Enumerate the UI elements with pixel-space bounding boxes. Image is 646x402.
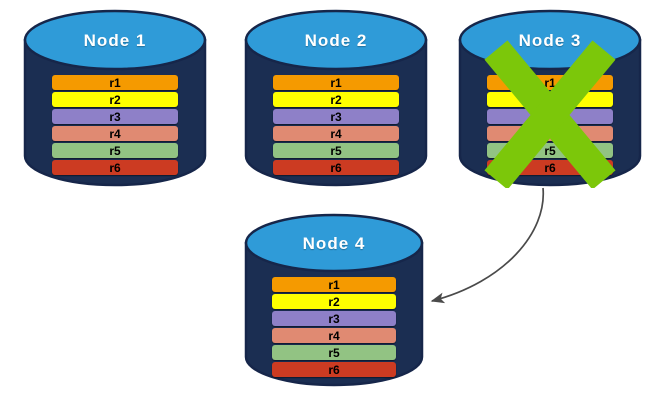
row-bar-r1[interactable]: r1 xyxy=(272,277,396,292)
row-label: r4 xyxy=(328,328,340,343)
row-label: r1 xyxy=(328,277,340,292)
row-bar-r6[interactable]: r6 xyxy=(487,160,613,175)
row-bar-r2[interactable]: r2 xyxy=(487,92,613,107)
row-bar-r1[interactable]: r1 xyxy=(273,75,399,90)
cylinder-top-disc xyxy=(244,213,424,273)
row-bar-r4[interactable]: r4 xyxy=(52,126,178,141)
row-bar-r2[interactable]: r2 xyxy=(272,294,396,309)
row-label: r6 xyxy=(109,160,121,175)
row-bar-r5[interactable]: r5 xyxy=(52,143,178,158)
row-label: r1 xyxy=(544,75,556,90)
row-bar-r6[interactable]: r6 xyxy=(273,160,399,175)
row-bar-r3[interactable]: r3 xyxy=(272,311,396,326)
row-bar-r3[interactable]: r3 xyxy=(487,109,613,124)
row-label: r4 xyxy=(544,126,556,141)
row-list: r1 r2 r3 r4 r5 r6 xyxy=(22,75,208,175)
row-label: r5 xyxy=(544,143,556,158)
row-label: r3 xyxy=(328,311,340,326)
row-label: r5 xyxy=(330,143,342,158)
row-label: r2 xyxy=(330,92,342,107)
row-label: r5 xyxy=(109,143,121,158)
row-label: r3 xyxy=(330,109,342,124)
row-bar-r3[interactable]: r3 xyxy=(273,109,399,124)
row-bar-r2[interactable]: r2 xyxy=(273,92,399,107)
row-bar-r3[interactable]: r3 xyxy=(52,109,178,124)
row-list: r1 r2 r3 r4 r5 r6 xyxy=(243,277,425,377)
row-label: r1 xyxy=(330,75,342,90)
row-label: r6 xyxy=(330,160,342,175)
row-label: r1 xyxy=(109,75,121,90)
row-label: r4 xyxy=(109,126,121,141)
row-bar-r5[interactable]: r5 xyxy=(273,143,399,158)
row-bar-r5[interactable]: r5 xyxy=(272,345,396,360)
row-label: r2 xyxy=(328,294,340,309)
row-list: r1 r2 r3 r4 r5 r6 xyxy=(243,75,429,175)
row-bar-r4[interactable]: r4 xyxy=(273,126,399,141)
row-list: r1 r2 r3 r4 r5 r6 xyxy=(457,75,643,175)
cylinder-top-disc xyxy=(458,9,642,71)
replication-arrow-path xyxy=(430,187,545,304)
row-label: r2 xyxy=(109,92,121,107)
cylinder-top-disc xyxy=(244,9,428,71)
cylinder-top-disc xyxy=(23,9,207,71)
row-bar-r1[interactable]: r1 xyxy=(52,75,178,90)
row-bar-r4[interactable]: r4 xyxy=(272,328,396,343)
row-bar-r5[interactable]: r5 xyxy=(487,143,613,158)
row-bar-r6[interactable]: r6 xyxy=(52,160,178,175)
row-bar-r4[interactable]: r4 xyxy=(487,126,613,141)
row-label: r3 xyxy=(544,109,556,124)
row-label: r6 xyxy=(544,160,556,175)
row-bar-r1[interactable]: r1 xyxy=(487,75,613,90)
row-label: r3 xyxy=(109,109,121,124)
row-label: r2 xyxy=(544,92,556,107)
row-bar-r6[interactable]: r6 xyxy=(272,362,396,377)
row-label: r6 xyxy=(328,362,340,377)
row-label: r4 xyxy=(330,126,342,141)
row-bar-r2[interactable]: r2 xyxy=(52,92,178,107)
row-label: r5 xyxy=(328,345,340,360)
